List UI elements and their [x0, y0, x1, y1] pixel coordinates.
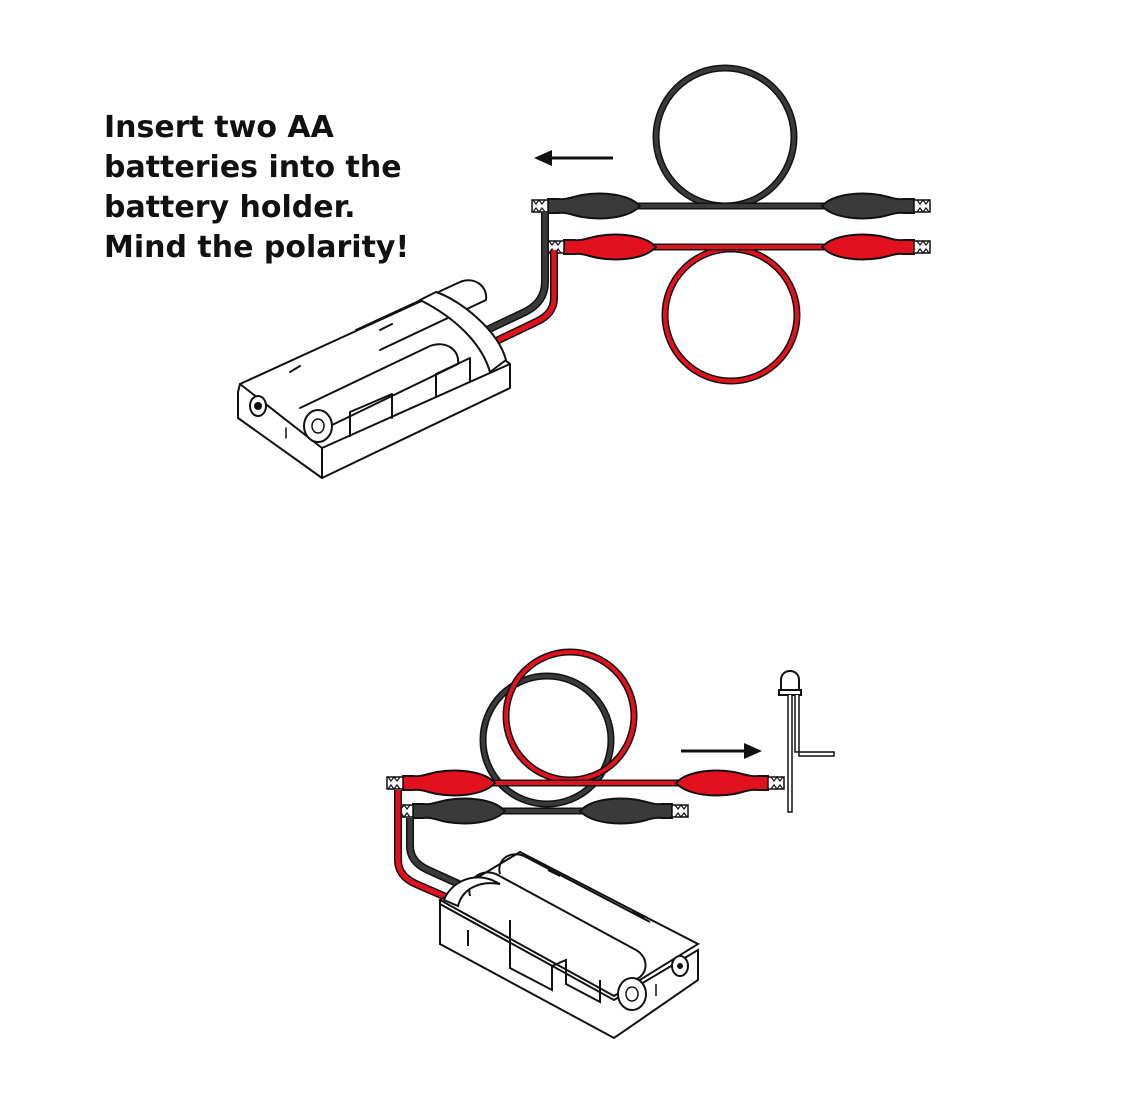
red-clip-left-bottom	[386, 769, 496, 797]
instruction-text: Insert two AA batteries into the battery…	[104, 108, 464, 268]
red-clip-right-bottom	[675, 769, 785, 797]
top-assembly	[237, 64, 931, 479]
red-lead-loop	[661, 245, 801, 385]
led-icon	[778, 670, 835, 813]
arrow-left-icon	[534, 150, 613, 166]
instruction-line-4: Mind the polarity!	[104, 230, 410, 265]
black-clip-right-bottom	[579, 797, 689, 825]
red-lead-loop-bottom	[502, 648, 638, 784]
instruction-line-1: Insert two AA	[104, 110, 334, 145]
bottom-assembly	[386, 648, 835, 1040]
black-lead-loop-bottom	[479, 672, 615, 808]
red-clip-left	[547, 233, 657, 261]
red-clip-right	[821, 233, 931, 261]
black-lead-loop	[652, 64, 798, 210]
battery-holder-top	[237, 279, 511, 479]
black-clip-right	[821, 192, 931, 220]
instruction-line-3: battery holder.	[104, 190, 356, 225]
arrow-right-icon	[681, 743, 762, 759]
instruction-line-2: batteries into the	[104, 150, 402, 185]
battery-holder-bottom	[437, 850, 701, 1040]
